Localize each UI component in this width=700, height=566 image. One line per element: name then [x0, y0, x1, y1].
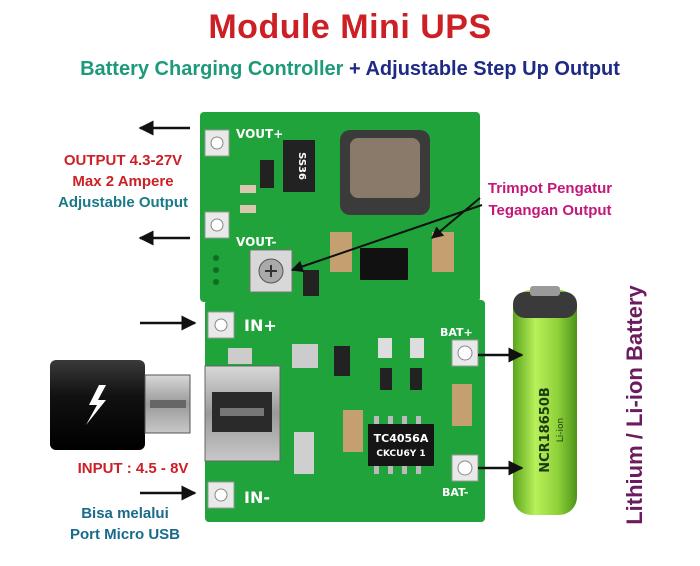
subtitle-plus: +	[343, 58, 366, 80]
label-bat-minus: BAT-	[442, 486, 469, 499]
subtitle-part-1: Battery Charging Controller	[80, 58, 344, 80]
subtitle-part-2: Adjustable Step Up Output	[365, 58, 620, 80]
input-spec-label: INPUT : 4.5 - 8V	[77, 460, 189, 477]
usb-note-line-1: Bisa melalui	[81, 505, 169, 522]
label-bat-plus: BAT+	[440, 326, 473, 339]
label-vout-minus: VOUT-	[236, 235, 276, 249]
arrows	[138, 120, 524, 501]
output-voltage: OUTPUT 4.3-27V	[63, 152, 183, 169]
battery-model: NCR18650B	[538, 387, 553, 473]
label-in-minus: IN-	[244, 488, 270, 507]
pcb-lower-section: IN+ IN- BAT+ BAT- TC4056A CKCU6Y 1	[204, 300, 485, 522]
li-ion-battery: NCR18650B Li-ion	[513, 286, 577, 515]
trimpot-label: Trimpot Pengatur Tegangan Output	[475, 178, 625, 222]
chip-marking: TC4056A	[374, 432, 429, 445]
output-adjustable: Adjustable Output	[58, 194, 188, 211]
label-in-plus: IN+	[244, 316, 277, 335]
lightning-icon	[86, 385, 106, 425]
label-vout-plus: VOUT+	[236, 127, 283, 141]
usb-note-line-2: Port Micro USB	[69, 526, 180, 543]
arrow-trimpot-1	[431, 197, 481, 239]
trimpot-line-1: Trimpot Pengatur	[487, 180, 613, 197]
output-current: Max 2 Ampere	[72, 173, 174, 190]
chip-code: CKCU6Y 1	[376, 449, 425, 459]
page-title: Module Mini UPS	[208, 8, 492, 46]
trimpot-line-2: Tegangan Output	[488, 202, 612, 219]
micro-usb-cable	[50, 360, 191, 450]
arrow-trimpot-2	[290, 204, 483, 273]
diode-marking: SS36	[296, 152, 307, 180]
output-spec-label: OUTPUT 4.3-27V Max 2 Ampere Adjustable O…	[28, 150, 218, 213]
page-subtitle: Battery Charging Controller + Adjustable…	[0, 58, 700, 81]
battery-side-label: Lithium / Li-ion Battery	[622, 285, 647, 525]
usb-note-label: Bisa melalui Port Micro USB	[60, 503, 190, 545]
pcb-upper-section: VOUT+ VOUT- SS36	[200, 112, 480, 302]
battery-chem: Li-ion	[556, 418, 566, 442]
